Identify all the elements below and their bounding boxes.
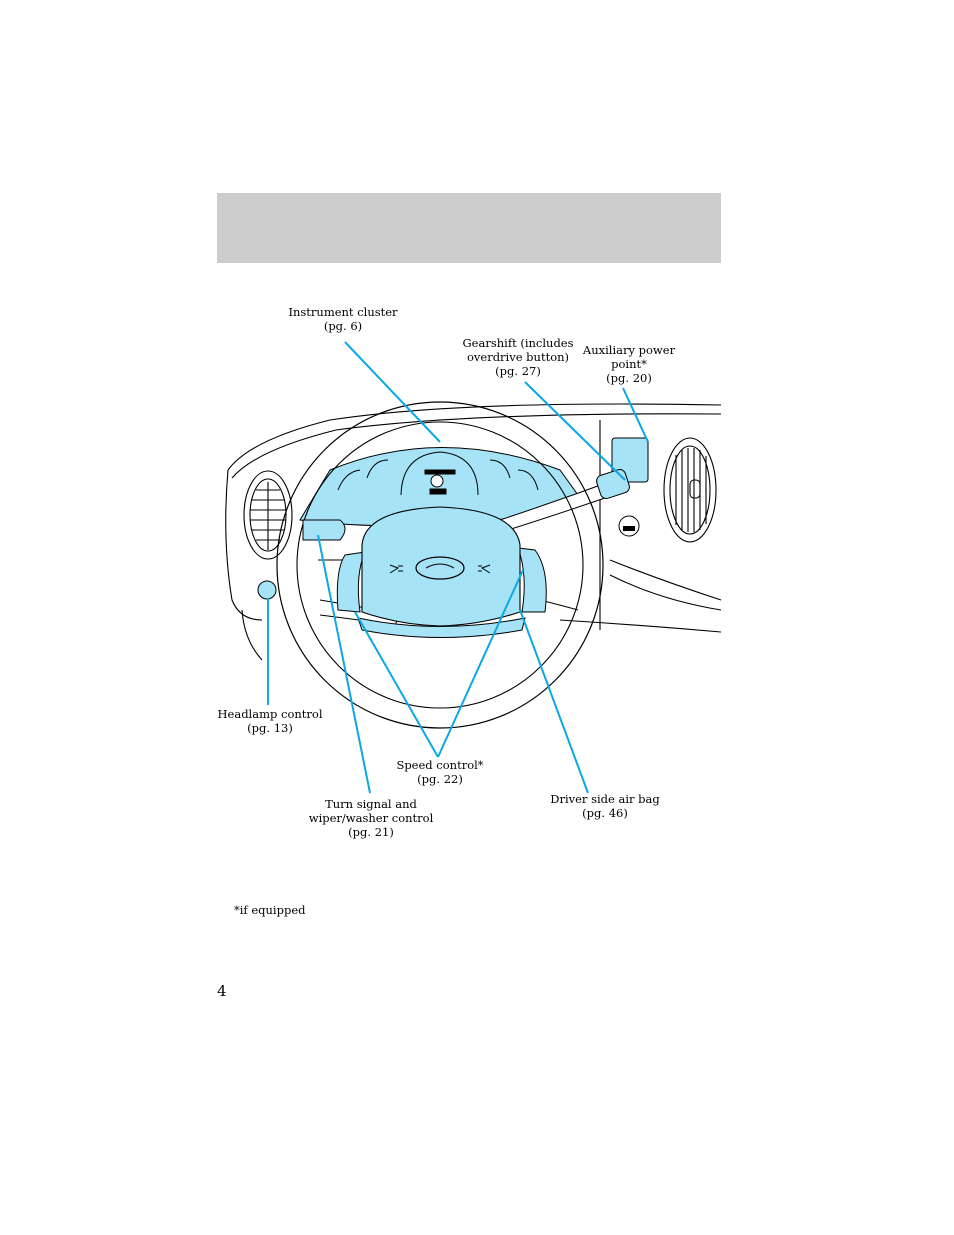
label-turn-signal: Turn signal and wiper/washer control (pg…	[308, 797, 434, 839]
ford-oval-icon	[415, 556, 465, 580]
footnote: *if equipped	[234, 903, 306, 917]
label-speed-control: Speed control* (pg. 22)	[396, 758, 484, 786]
horn-icon	[478, 564, 491, 574]
label-instrument-cluster: Instrument cluster (pg. 6)	[288, 305, 398, 333]
dashboard-top-edge-inner	[231, 413, 722, 479]
right-air-vent	[663, 437, 717, 543]
label-gearshift: Gearshift (includes overdrive button) (p…	[462, 336, 574, 378]
headlamp-knob	[257, 580, 277, 600]
lighter-icon	[618, 515, 640, 537]
steering-wheel-rim	[276, 401, 604, 729]
turn-signal-stalk	[302, 519, 346, 541]
label-headlamp: Headlamp control (pg. 13)	[217, 707, 323, 735]
horn-icon	[389, 564, 403, 574]
left-air-vent	[243, 470, 293, 560]
leader-lines	[267, 341, 649, 794]
label-airbag: Driver side air bag (pg. 46)	[550, 792, 660, 820]
dashboard-left-side	[225, 469, 263, 621]
speed-control-left	[336, 551, 366, 613]
label-aux-power: Auxiliary power point* (pg. 20)	[582, 343, 676, 385]
page-number: 4	[217, 982, 227, 1000]
speed-control-right	[517, 547, 547, 613]
airbag-hub	[361, 506, 521, 627]
header-bar	[217, 193, 721, 263]
